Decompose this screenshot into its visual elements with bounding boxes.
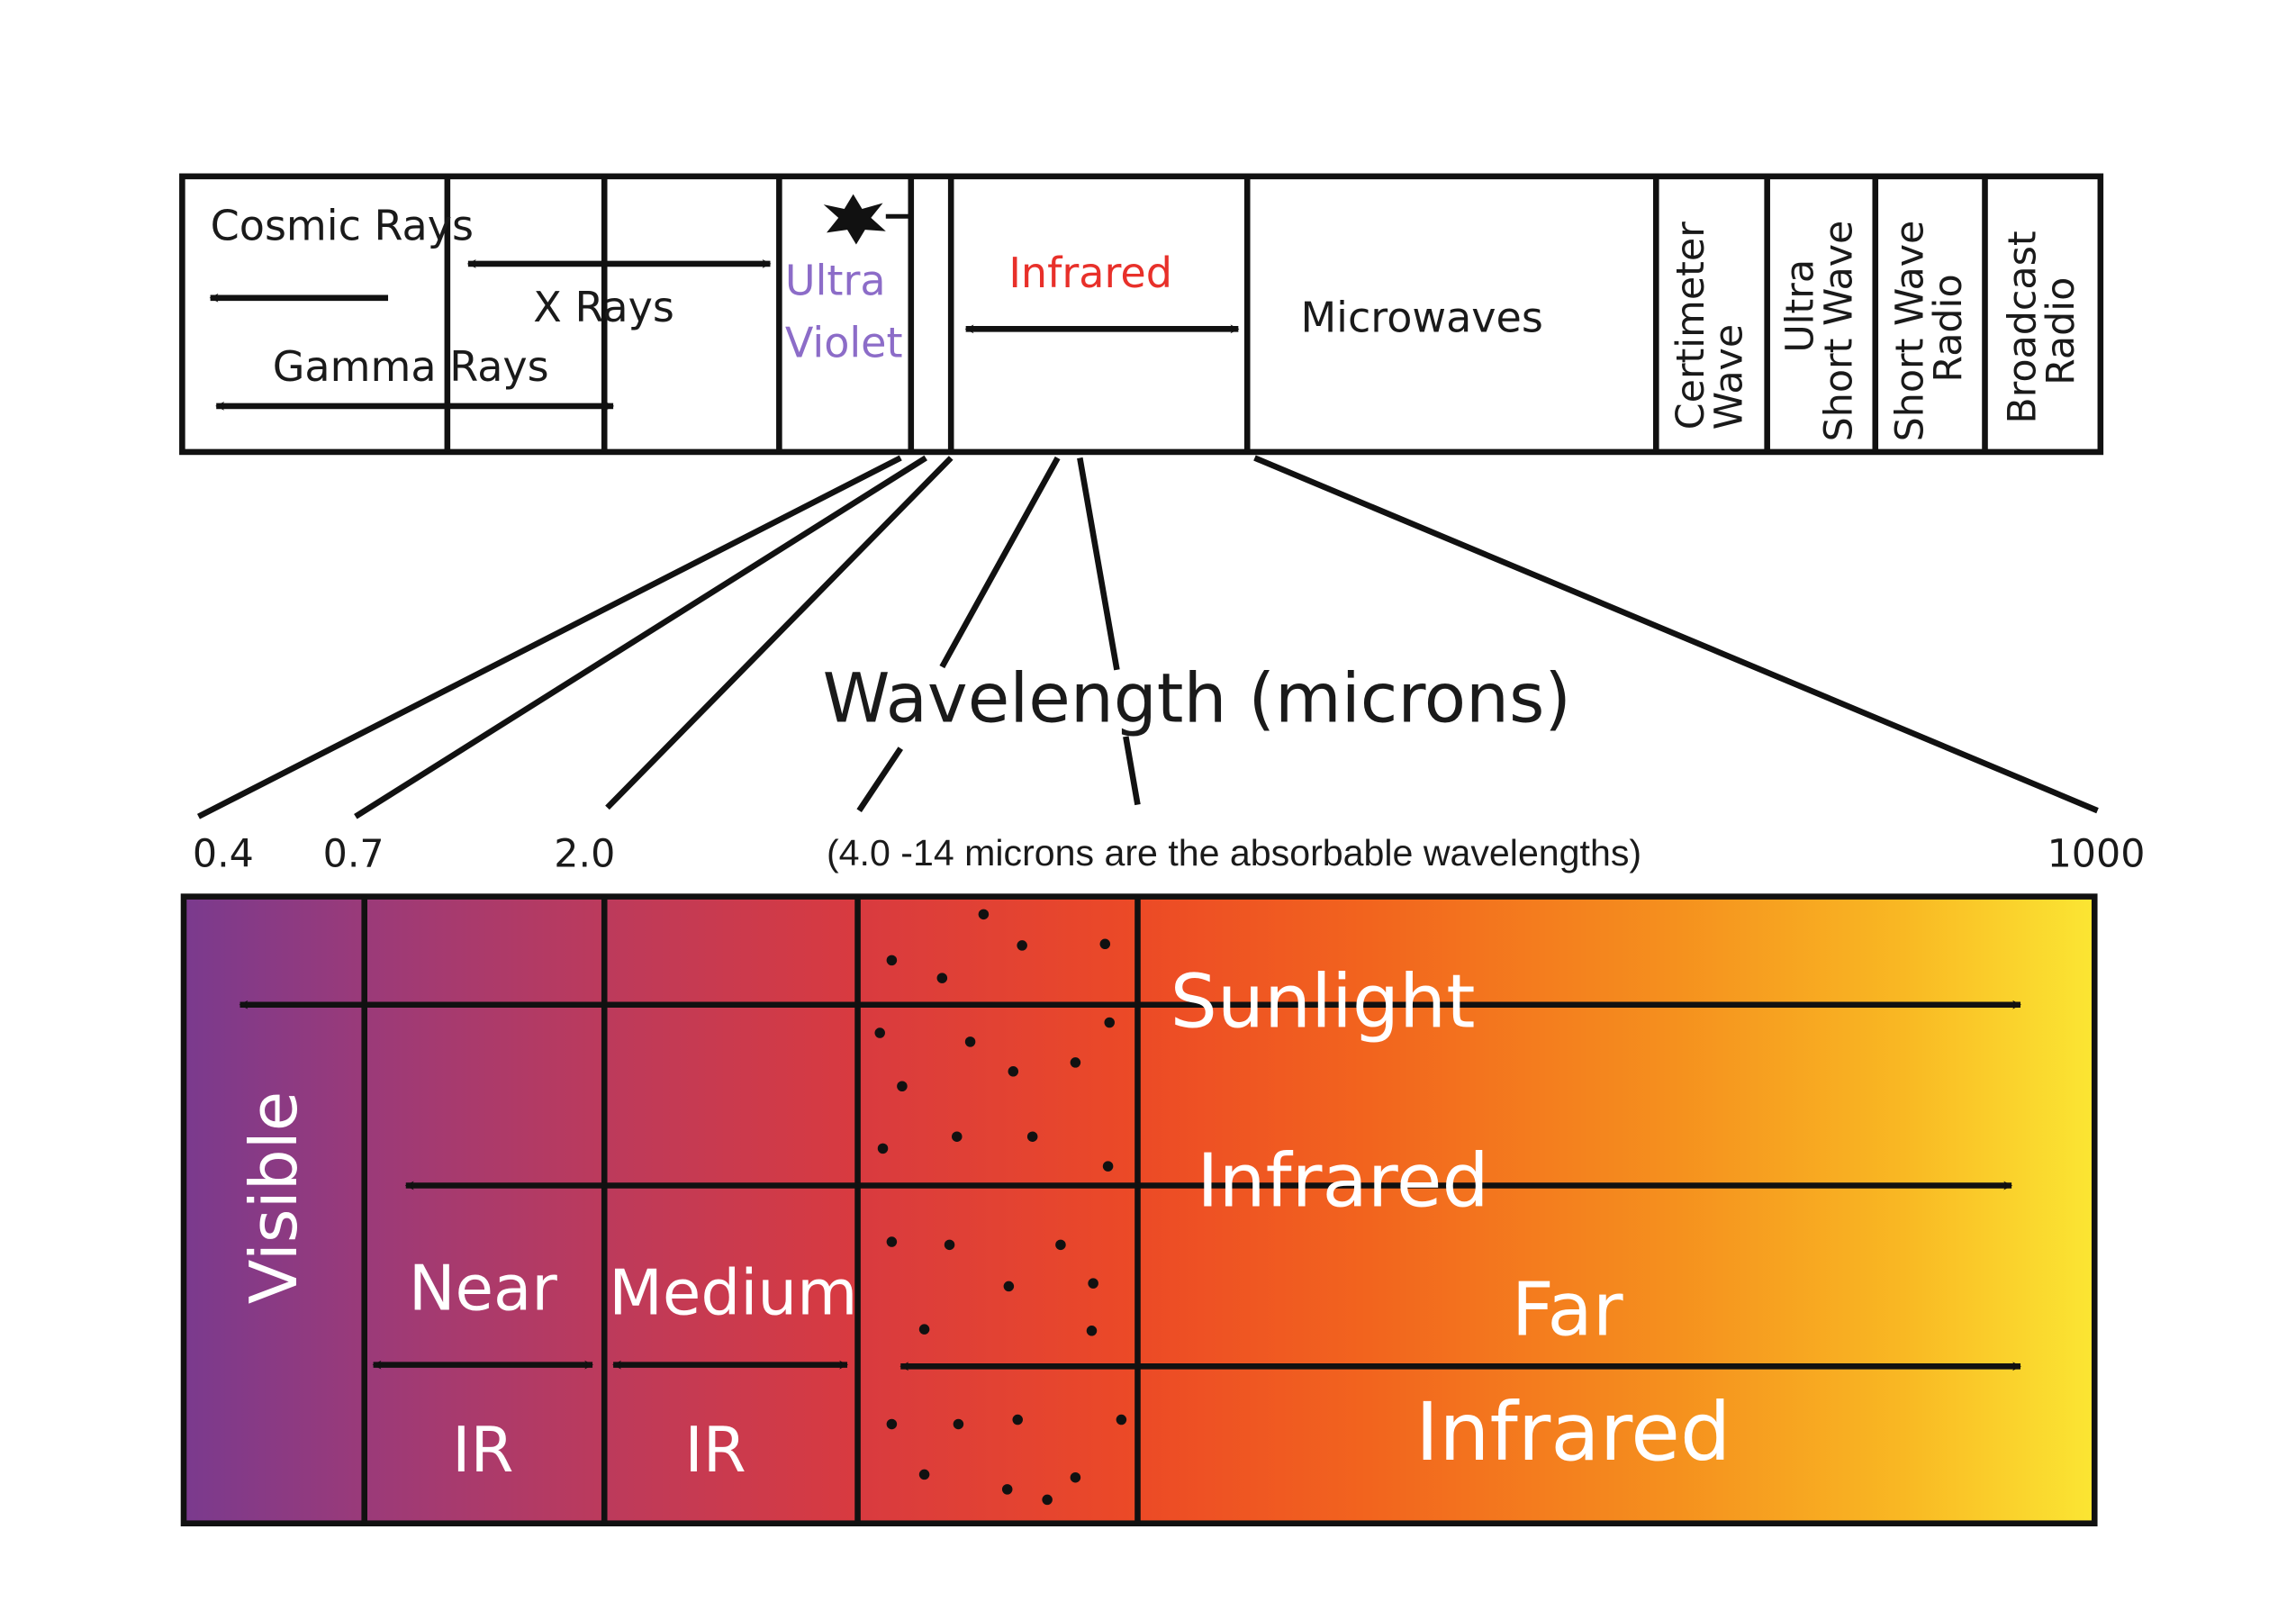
dot — [886, 1236, 898, 1247]
far-infrared-label: Infrared — [1415, 1386, 1731, 1479]
medium-ir-label: IR — [684, 1415, 746, 1487]
dot — [886, 955, 898, 966]
dot — [874, 1027, 885, 1038]
dot — [1001, 1484, 1013, 1495]
uv-star-icon — [823, 194, 886, 245]
ultra-label: Ultra — [785, 256, 886, 304]
visible-label: Visible — [237, 1091, 312, 1304]
connector-line — [1253, 455, 2099, 814]
ultra-short-wave-label: Short Wave — [1816, 221, 1861, 442]
medium-label: Medium — [609, 1258, 857, 1330]
short-wave-label: Short Wave — [1887, 221, 1932, 442]
dot — [886, 1418, 898, 1430]
dot — [897, 1081, 908, 1092]
dot — [877, 1143, 889, 1154]
dot — [1086, 1326, 1098, 1336]
infrared-detail-band: Visible Sunlight Infrared Near IR Medium… — [180, 893, 2098, 1527]
gamma-rays-label: Gamma Rays — [273, 342, 549, 391]
connector-line — [1077, 457, 1120, 671]
absorbable-dots — [874, 909, 1127, 1506]
dot — [952, 1131, 963, 1142]
infrared-top-label: Infrared — [1008, 249, 1172, 297]
dot — [1116, 1414, 1127, 1426]
near-label: Near — [409, 1254, 558, 1326]
zoom-connectors — [196, 455, 2099, 819]
dot — [918, 1324, 930, 1335]
dot — [1104, 1017, 1115, 1028]
connector-line — [856, 747, 903, 812]
broadcast-label: Broadcast — [2000, 231, 2045, 423]
microwaves-label: Microwaves — [1300, 294, 1542, 342]
dot — [1099, 938, 1111, 950]
tick-label: 1000 — [2047, 832, 2146, 877]
connector-line — [939, 456, 1061, 669]
infrared-band-label: Infrared — [1197, 1139, 1488, 1225]
dot — [936, 973, 948, 983]
x-rays-label: X Rays — [533, 283, 674, 331]
connector-line — [196, 455, 902, 819]
absorbable-note: (4.0 -14 microns are the absorbable wave… — [827, 832, 1641, 873]
connector-line — [354, 455, 927, 819]
dot — [1055, 1239, 1066, 1251]
ultra-short-wave-group: Ultra Short Wave — [1778, 221, 1862, 442]
violet-label: Violet — [785, 319, 903, 367]
dot — [1102, 1161, 1114, 1172]
short-wave-radio-group: Short Wave Radio — [1887, 221, 1971, 442]
dot — [1042, 1494, 1053, 1506]
dot — [1017, 940, 1027, 951]
tick-label: 2.0 — [554, 832, 615, 877]
dot — [944, 1239, 955, 1251]
near-ir-label: IR — [452, 1415, 513, 1487]
far-label: Far — [1512, 1268, 1623, 1353]
wavelength-title: Wavelength (microns) — [823, 658, 1571, 738]
spectrum-bar: Cosmic Rays X Rays Gamma Rays Ultra Viol… — [179, 173, 2104, 456]
dot — [1008, 1066, 1019, 1077]
dot — [964, 1036, 976, 1047]
dot — [1012, 1414, 1023, 1426]
dot — [1070, 1471, 1081, 1483]
dot — [1026, 1131, 1038, 1142]
centimeter-label: Certimeter — [1668, 222, 1713, 430]
broadcast-radio-group: Broadcast Radio — [2000, 231, 2084, 423]
dot — [1003, 1281, 1015, 1292]
sunlight-label: Sunlight — [1171, 959, 1476, 1045]
visible-group: Visible — [237, 1091, 312, 1304]
short-wave-radio-label: Radio — [1926, 274, 1971, 382]
dot — [953, 1418, 964, 1430]
ultra-short-label: Ultra — [1778, 259, 1823, 353]
connector-line — [605, 456, 954, 810]
centimeter-wave-label: Wave — [1707, 324, 1752, 430]
broadcast-radio-label: Radio — [2038, 277, 2084, 385]
cosmic-rays-label: Cosmic Rays — [211, 202, 474, 250]
dot — [1088, 1278, 1098, 1289]
dot — [978, 909, 990, 920]
connector-line — [1123, 736, 1141, 806]
tick-label: 0.7 — [323, 832, 384, 877]
dot — [1070, 1057, 1081, 1068]
dot — [918, 1469, 930, 1480]
tick-label: 0.4 — [193, 832, 254, 877]
centimeter-wave-group: Certimeter Wave — [1668, 222, 1752, 430]
